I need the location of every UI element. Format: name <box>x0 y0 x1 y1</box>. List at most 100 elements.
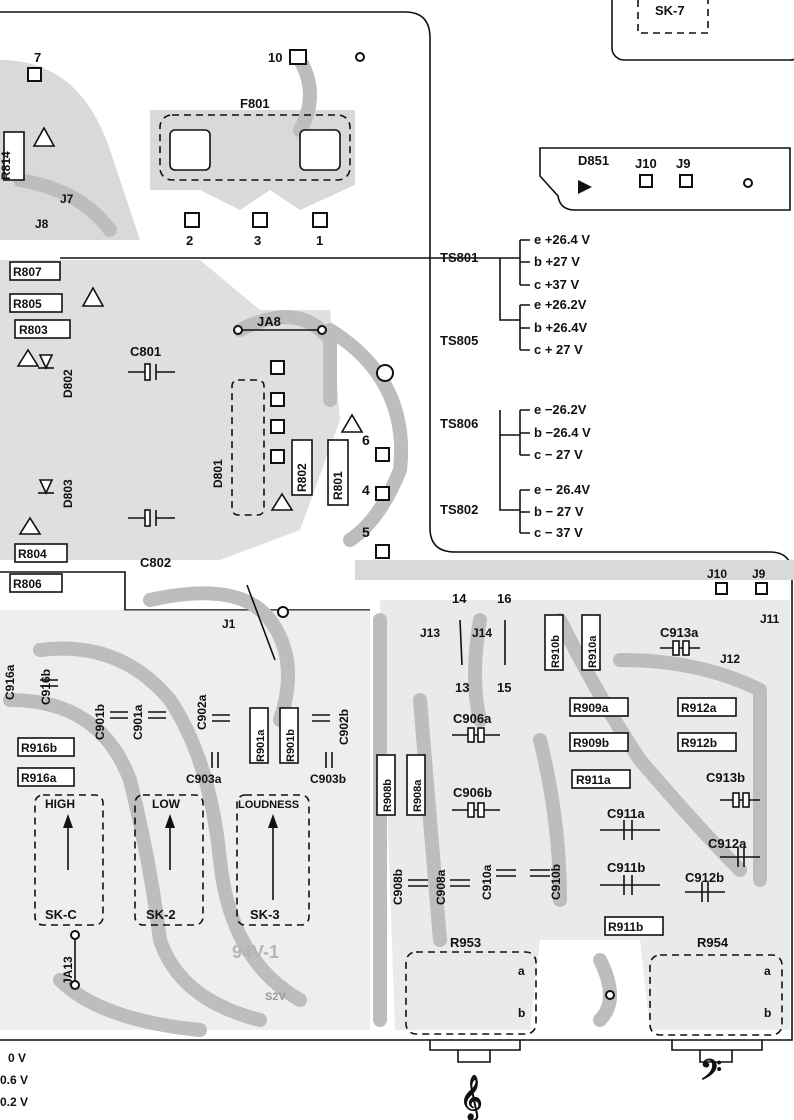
c903b-label: C903b <box>310 772 346 786</box>
ts806-row-c: c − 27 V <box>534 447 583 462</box>
c901b-label: C901b <box>93 704 107 740</box>
pin-13: 13 <box>455 680 469 695</box>
j10-label: J10 <box>635 156 657 171</box>
copper-ts-area <box>355 560 794 580</box>
sk-c-label: SK-C <box>45 907 77 922</box>
warning-triangle-icon <box>16 126 364 535</box>
copper-left-lower <box>0 610 370 1030</box>
r953-pin-b: b <box>518 1006 525 1020</box>
bottom-voltage-2: 0.2 V <box>0 1095 28 1109</box>
r908b-label: R908b <box>382 779 394 812</box>
ts805-row-b: b +26.4V <box>534 320 587 335</box>
r901b-label: R901b <box>285 729 297 762</box>
c916a-label: C916a <box>3 664 17 700</box>
pads <box>27 49 768 1000</box>
pin-10: 10 <box>268 50 282 65</box>
pin-7: 7 <box>34 50 41 65</box>
j11-label: J11 <box>760 612 780 626</box>
voltage-table: TS801 e +26.4 V b +27 V c +37 V TS805 e … <box>440 232 591 540</box>
ts806-name: TS806 <box>440 416 478 431</box>
bass-clef-icon: 𝄢 <box>700 1055 722 1093</box>
ts801-name: TS801 <box>440 250 478 265</box>
ts801-row-e: e +26.4 V <box>534 232 590 247</box>
pin-5: 5 <box>362 524 370 540</box>
c913b-label: C913b <box>706 770 745 785</box>
ts806-row-e: e −26.2V <box>534 402 587 417</box>
r912b-label: R912b <box>681 736 717 750</box>
r911b-label: R911b <box>608 920 643 934</box>
c906b-label: C906b <box>453 785 492 800</box>
r954-label: R954 <box>697 935 729 950</box>
j7-label: J7 <box>60 192 74 206</box>
r909b-label: R909b <box>573 736 609 750</box>
r909a-label: R909a <box>573 701 609 715</box>
fuse-pin-3: 3 <box>254 233 261 248</box>
c916b-label: C916b <box>39 669 53 705</box>
r953-label: R953 <box>450 935 481 950</box>
r901a-label: R901a <box>255 729 267 762</box>
high-label: HIGH <box>45 797 75 811</box>
d803-label: D803 <box>61 479 75 508</box>
ts802-name: TS802 <box>440 502 478 517</box>
pin-15: 15 <box>497 680 511 695</box>
traces <box>3 53 767 1037</box>
r802-label: R802 <box>295 463 309 492</box>
j14-label: J14 <box>472 626 492 640</box>
ts801-row-b: b +27 V <box>534 254 580 269</box>
r916b-label: R916b <box>21 741 57 755</box>
sk7-label: SK-7 <box>655 3 685 18</box>
pin-6: 6 <box>362 432 370 448</box>
sk3-label: SK-3 <box>250 907 280 922</box>
ts805-row-e: e +26.2V <box>534 297 587 312</box>
bottom-voltage-1: 0.6 V <box>0 1073 28 1087</box>
j10b-label: J10 <box>707 567 727 581</box>
d851-label: D851 <box>578 153 609 168</box>
r910a-label: R910a <box>587 635 599 668</box>
small-board-outline <box>539 147 791 211</box>
r801-label: R801 <box>331 471 345 500</box>
ts802-row-e: e − 26.4V <box>534 482 590 497</box>
c902b-label: C902b <box>337 709 351 745</box>
ja13-label: JA13 <box>61 956 75 985</box>
c903a-label: C903a <box>186 772 222 786</box>
r916a-label: R916a <box>21 771 57 785</box>
j1-label: J1 <box>222 617 236 631</box>
d802-label: D802 <box>61 369 75 398</box>
r806-label: R806 <box>13 577 42 591</box>
c801-label: C801 <box>130 344 161 359</box>
j12-label: J12 <box>720 652 740 666</box>
c901a-label: C901a <box>131 704 145 740</box>
r908a-label: R908a <box>412 779 424 812</box>
diodes <box>38 180 592 516</box>
c911a-label: C911a <box>607 806 645 821</box>
pin-16: 16 <box>497 591 511 606</box>
fuse-f801 <box>159 114 351 228</box>
fuse-pin-1: 1 <box>316 233 323 248</box>
c912a-label: C912a <box>708 836 747 851</box>
copper-left-upper <box>0 60 140 240</box>
r911a-label: R911a <box>576 773 611 787</box>
ts802-row-b: b − 27 V <box>534 504 584 519</box>
sk2-label: SK-2 <box>146 907 176 922</box>
ts805-name: TS805 <box>440 333 478 348</box>
r814-label: R814 <box>0 151 13 180</box>
c908a-label: C908a <box>434 869 448 905</box>
r805-label: R805 <box>13 297 42 311</box>
r804-label: R804 <box>18 547 47 561</box>
board-marking-2: S2V <box>265 991 286 1003</box>
ja8-label: JA8 <box>257 314 281 329</box>
c802-label: C802 <box>140 555 171 570</box>
loudness-label: LOUDNESS <box>238 799 299 811</box>
r912a-label: R912a <box>681 701 717 715</box>
r910b-label: R910b <box>550 635 562 668</box>
r954-pin-a: a <box>764 964 771 978</box>
c902a-label: C902a <box>195 694 209 730</box>
c913a-label: C913a <box>660 625 699 640</box>
ts801-row-c: c +37 V <box>534 277 580 292</box>
ts802-row-c: c − 37 V <box>534 525 583 540</box>
j8-label: J8 <box>35 217 49 231</box>
copper-left-middle <box>0 260 340 560</box>
c910a-label: C910a <box>480 864 494 900</box>
jumpers <box>70 325 506 990</box>
c910b-label: C910b <box>549 864 563 900</box>
